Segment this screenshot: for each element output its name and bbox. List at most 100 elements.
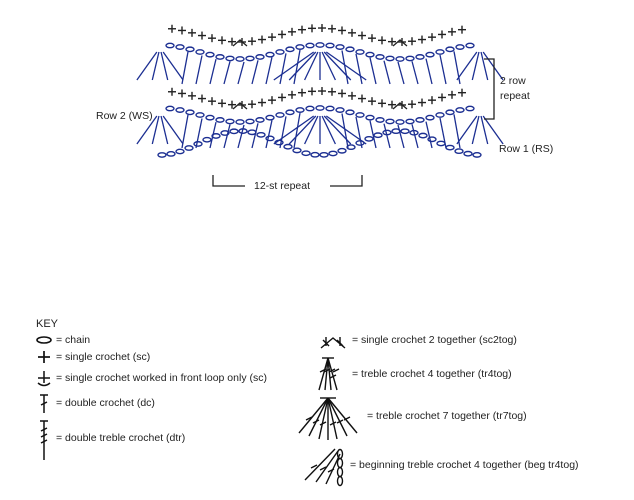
sc2tog-mark [392, 102, 408, 110]
two-row-repeat-label-1: 2 row [500, 75, 526, 87]
treble-stitch [471, 51, 480, 81]
treble-stitch [456, 115, 478, 145]
key-item-chain: = chain [56, 334, 91, 346]
dtr-stitch [279, 53, 287, 85]
chain-stitch [395, 56, 405, 62]
sc2tog-icon [320, 337, 346, 349]
treble-stitch [482, 115, 504, 145]
treble-stitch [480, 51, 489, 81]
chain-stitch [292, 147, 302, 154]
chain-stitch [315, 42, 325, 48]
chain-stitch [255, 117, 265, 123]
dtr-stitch [181, 51, 189, 85]
dtr-stitch [355, 53, 363, 85]
chain-stitch [215, 117, 225, 123]
chain-stitch [345, 109, 355, 116]
dtr-stitch [397, 124, 405, 149]
chain-stitch [305, 105, 315, 112]
chain-stitch [400, 128, 410, 135]
dtr-stitch [355, 116, 363, 149]
st-repeat-label: 12-st repeat [254, 180, 311, 192]
row-repeat-bracket [484, 58, 495, 120]
dtr-stitch [341, 113, 349, 149]
treble-stitch [160, 115, 169, 145]
chain-stitch [205, 114, 215, 121]
dtr-stitch [293, 112, 301, 149]
tr7tog-icon [298, 397, 358, 440]
chain-stitch [215, 54, 225, 60]
chain-stitch [465, 42, 475, 49]
dtr-stitch [411, 61, 419, 85]
chain-stitch [463, 150, 473, 157]
chain-stitch [365, 114, 375, 121]
chain-stitch [337, 147, 347, 154]
chain-stitch [445, 109, 455, 116]
chain-stitch [435, 49, 445, 55]
dtr-stitch [439, 117, 447, 149]
beg-tr4tog-icon [304, 448, 344, 487]
crochet-chart [136, 24, 504, 187]
chain-stitch [405, 55, 415, 62]
dtr-stitch [279, 116, 287, 149]
dtr-stitch [439, 54, 447, 85]
chain-stitch [235, 119, 245, 125]
chain-stitch [195, 112, 205, 118]
dtr-stitch [223, 124, 231, 149]
chain-stitch [375, 54, 385, 60]
chain-stitch [319, 151, 329, 158]
st-repeat-bracket [212, 175, 363, 187]
chain-stitch [205, 51, 215, 58]
dtr-stitch [251, 60, 259, 85]
chain-stitch [310, 151, 320, 158]
chain-stitch [325, 105, 335, 112]
chain-stitch [301, 150, 311, 157]
chain-stitch [225, 55, 235, 62]
chain-stitch [425, 114, 435, 121]
treble-stitch [288, 115, 317, 145]
chain-stitch [255, 54, 265, 60]
chain-stitch [265, 135, 275, 142]
single-crochet-icon [38, 351, 50, 363]
chain-stitch [175, 44, 185, 50]
chain-stitch [425, 51, 435, 58]
treble-stitch [480, 115, 489, 145]
chain-stitch [355, 112, 365, 118]
chain-stitch [265, 114, 275, 121]
chain-stitch [265, 51, 275, 58]
chain-stitch [335, 107, 345, 113]
row2-label: Row 2 (WS) [96, 110, 153, 122]
dtr-stitch [293, 49, 301, 85]
key-item-beg-tr4tog: = beginning treble crochet 4 together (b… [350, 459, 579, 471]
chain-stitch [445, 46, 455, 53]
chain-stitch [385, 55, 395, 62]
chain-stitch [415, 117, 425, 123]
treble-stitch [162, 51, 184, 81]
treble-stitch [151, 51, 160, 81]
chain-stitch [245, 55, 255, 62]
treble-stitch [288, 51, 317, 81]
dtr-stitch [369, 120, 377, 149]
chain-stitch [355, 49, 365, 55]
dtr-stitch [341, 50, 349, 85]
chain-stitch [175, 148, 185, 155]
key-item-sc2tog: = single crochet 2 together (sc2tog) [352, 334, 517, 346]
chain-stitch [415, 54, 425, 60]
single-crochet-front-loop-icon [37, 371, 51, 387]
chain-stitch [275, 112, 285, 118]
chain-stitch [195, 49, 205, 55]
chain-stitch [345, 46, 355, 53]
dtr-stitch [425, 121, 433, 149]
chain-stitch [454, 148, 464, 155]
dtr-stitch [181, 114, 189, 149]
dtr-stitch [195, 55, 203, 85]
dtr-stitch [453, 51, 461, 85]
key-item-sc: = single crochet (sc) [56, 351, 151, 363]
dtr-stitch [195, 118, 203, 149]
chain-stitch [166, 150, 176, 157]
chain-stitch [465, 105, 475, 112]
dtr-stitch [209, 58, 217, 85]
treble-stitch [151, 115, 160, 145]
chain-stitch [365, 51, 375, 58]
tr4tog-icon [318, 357, 340, 391]
